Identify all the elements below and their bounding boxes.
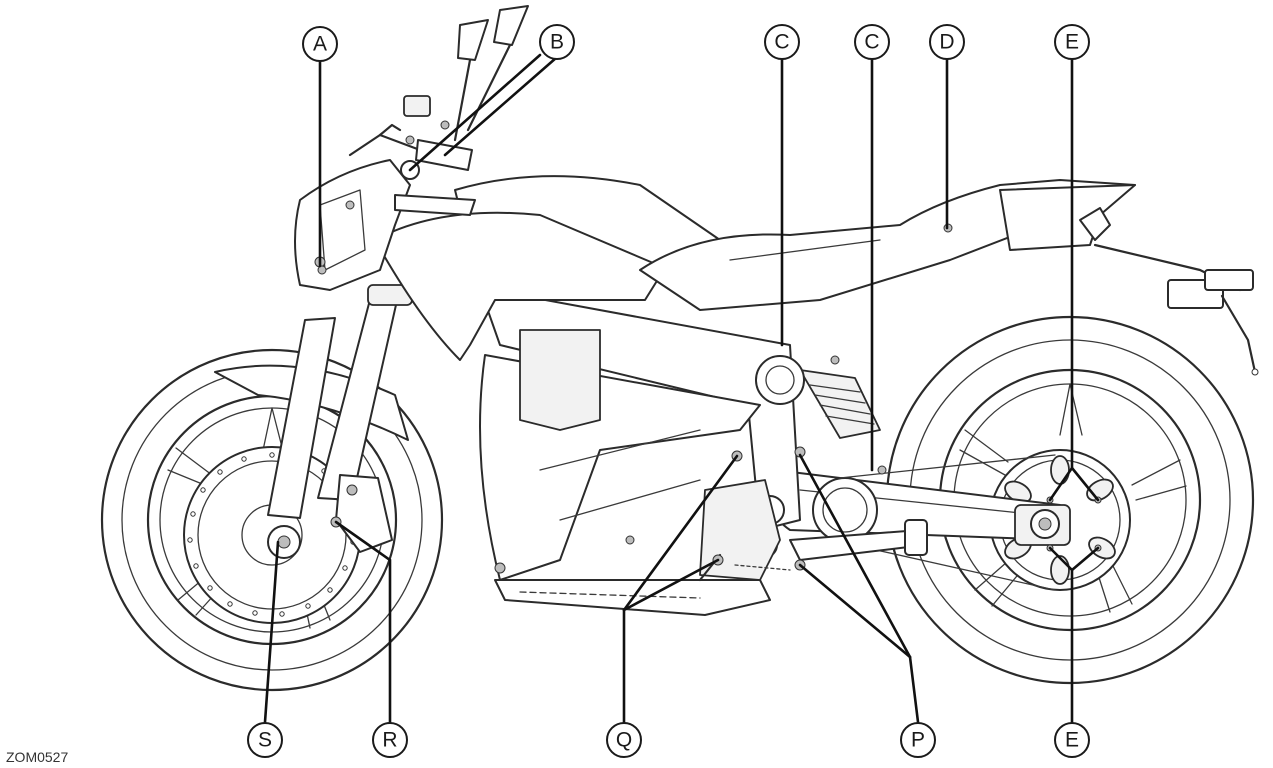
front-fork [267, 284, 413, 559]
callout-c-left: C [764, 24, 800, 60]
callout-b-letter: B [550, 31, 564, 54]
callout-c-right-letter: C [864, 31, 879, 54]
battery-box [519, 329, 601, 431]
figure-code: ZOM0527 [6, 749, 68, 765]
license-plate-bracket [1093, 243, 1259, 376]
callout-e-top-letter: E [1065, 31, 1079, 54]
callout-p-letter: P [911, 729, 925, 752]
callout-e-bottom: E [1054, 722, 1090, 758]
callout-s: S [247, 722, 283, 758]
callout-p: P [900, 722, 936, 758]
callout-q: Q [606, 722, 642, 758]
swingarm [769, 469, 1071, 546]
callout-b: B [539, 24, 575, 60]
tail-section [999, 184, 1136, 251]
footpeg-brake [789, 519, 928, 571]
callout-e-top: E [1054, 24, 1090, 60]
callout-e-bottom-letter: E [1065, 729, 1079, 752]
rear-shock [799, 369, 881, 439]
callout-d-letter: D [939, 31, 954, 54]
callout-r-letter: R [382, 729, 397, 752]
callout-a: A [302, 26, 338, 62]
mirrors [453, 5, 529, 142]
callout-d: D [929, 24, 965, 60]
callout-q-letter: Q [616, 729, 632, 752]
callout-c-left-letter: C [774, 31, 789, 54]
leader-lines [263, 53, 1100, 724]
callout-s-letter: S [258, 729, 272, 752]
callout-c-right: C [854, 24, 890, 60]
callout-r: R [372, 722, 408, 758]
headlight-cowl [294, 159, 411, 291]
callout-a-letter: A [313, 33, 327, 56]
